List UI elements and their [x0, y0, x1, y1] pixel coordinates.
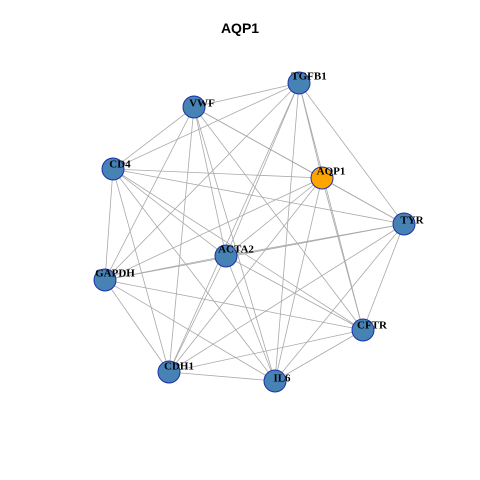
edge-il6-cftr	[274, 329, 364, 382]
edge-gapdh-cdh1	[104, 279, 170, 373]
edge-aqp1-tyr	[321, 177, 405, 225]
edge-cd4-cdh1	[112, 168, 170, 373]
edge-vwf-cd4	[112, 106, 195, 170]
edge-tgfb1-cdh1	[168, 82, 300, 373]
node-label-il6: IL6	[273, 373, 291, 385]
edge-vwf-il6	[193, 106, 276, 382]
edge-tgfb1-tyr	[298, 82, 405, 225]
node-cftr	[351, 318, 375, 342]
edge-cd4-tyr	[112, 168, 405, 225]
node-tyr	[392, 212, 416, 236]
node-aqp1	[310, 166, 334, 190]
edge-gapdh-il6	[104, 279, 276, 382]
node-label-tgfb1: TGFB1	[291, 71, 326, 83]
node-vwf	[182, 95, 206, 119]
node-label-cftr: CFTR	[357, 320, 388, 332]
node-tgfb1	[287, 71, 311, 95]
edge-tyr-cftr	[362, 223, 405, 331]
edge-vwf-gapdh	[104, 106, 195, 281]
edge-gapdh-cftr	[104, 279, 364, 331]
edge-cd4-cftr	[112, 168, 364, 331]
edge-cd4-aqp1	[112, 168, 323, 179]
node-cdh1	[157, 360, 181, 384]
node-label-vwf: VWF	[189, 98, 215, 110]
node-label-cd4: CD4	[109, 159, 131, 171]
edge-acta2-cdh1	[168, 255, 227, 373]
edge-tyr-gapdh	[104, 223, 405, 281]
edge-cd4-il6	[112, 168, 276, 382]
edge-vwf-cftr	[193, 106, 364, 331]
edge-cdh1-cftr	[168, 329, 364, 373]
edge-tyr-cdh1	[168, 223, 405, 373]
edge-acta2-gapdh	[104, 255, 227, 281]
edge-tgfb1-vwf	[193, 82, 300, 108]
node-label-tyr: TYR	[400, 215, 424, 227]
node-label-aqp1: AQP1	[317, 166, 346, 178]
edge-layer	[104, 82, 405, 382]
edge-cd4-acta2	[112, 168, 227, 257]
edge-tgfb1-il6	[274, 82, 300, 382]
edge-vwf-acta2	[193, 106, 227, 257]
edge-tgfb1-cftr	[298, 82, 364, 331]
node-layer	[93, 71, 416, 393]
edge-acta2-cftr	[225, 255, 364, 331]
node-acta2	[214, 244, 238, 268]
node-label-cdh1: CDH1	[164, 361, 194, 373]
node-il6	[263, 369, 287, 393]
edge-tgfb1-cd4	[112, 82, 300, 170]
edge-tyr-il6	[274, 223, 405, 382]
edge-vwf-cdh1	[168, 106, 195, 373]
node-cd4	[101, 157, 125, 181]
edge-aqp1-cftr	[321, 177, 364, 331]
edge-aqp1-gapdh	[104, 177, 323, 281]
node-gapdh	[93, 268, 117, 292]
chart-title: AQP1	[220, 20, 260, 36]
node-label-acta2: ACTA2	[218, 244, 254, 256]
edge-cdh1-il6	[168, 371, 276, 382]
edge-tgfb1-acta2	[225, 82, 300, 257]
edge-cd4-gapdh	[104, 168, 114, 281]
edge-aqp1-cdh1	[168, 177, 323, 373]
node-label-gapdh: GAPDH	[95, 268, 135, 280]
edge-tgfb1-gapdh	[104, 82, 300, 281]
edge-aqp1-il6	[274, 177, 323, 382]
edge-acta2-il6	[225, 255, 276, 382]
edge-aqp1-acta2	[225, 177, 323, 257]
